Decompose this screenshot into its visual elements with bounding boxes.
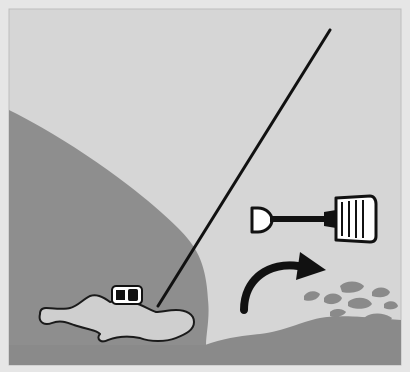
- transceiver-icon: [112, 286, 142, 304]
